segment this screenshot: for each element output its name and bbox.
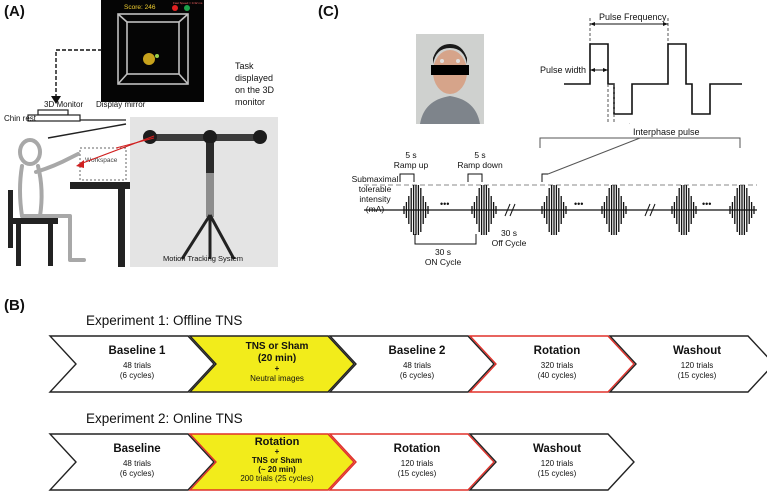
face-photo — [416, 34, 484, 124]
exp1-stage-rotation: Rotation 320 trials (40 cycles) — [533, 345, 581, 380]
exp1-stage-baseline2: Baseline 2 48 trials (6 cycles) — [388, 345, 446, 380]
zoom-bracket — [539, 137, 741, 175]
interphase-pulse-label: Interphase pulse — [633, 127, 700, 137]
exp2-chevron-3 — [468, 433, 635, 491]
red-indicator — [172, 5, 178, 11]
subject-rig — [8, 109, 132, 267]
pulse-waveform — [564, 18, 742, 124]
exp1-stage-tns: TNS or Sham (20 min) + Neutral images — [245, 341, 309, 383]
task-caption: Task displayed on the 3D monitor — [235, 61, 275, 107]
ramp-up-label: 5 s Ramp up — [393, 150, 429, 170]
motion-tracking-photo — [130, 117, 278, 267]
tracking-beams — [76, 135, 155, 168]
exp2-chevron-2 — [328, 433, 495, 491]
panel-a-label: (A) — [4, 3, 25, 20]
exp2-stage-baseline: Baseline 48 trials (6 cycles) — [113, 443, 161, 478]
off-cycle-label: 30 s Off Cycle — [491, 228, 527, 248]
exp1-chevron-0 — [48, 335, 215, 393]
experiment2-title: Experiment 2: Online TNS — [86, 411, 243, 426]
pulse-frequency-label: Pulse Frequency — [599, 12, 667, 22]
panel-c-label: (C) — [318, 3, 339, 20]
exp2-stage-washout: Washout 120 trials (15 cycles) — [532, 443, 582, 478]
green-indicator — [184, 5, 190, 11]
exp2-stage-rotation-tns: Rotation + TNS or Sham (~ 20 min) 200 tr… — [240, 436, 314, 483]
panel-b-label: (B) — [4, 297, 25, 314]
mirror-label: Display mirror — [96, 100, 146, 109]
score-text: Score: 246 — [124, 4, 156, 11]
pulse-width-label: Pulse width — [540, 65, 587, 75]
ellipsis-2: ••• — [574, 199, 584, 209]
monitor-label: 3D Monitor — [44, 100, 84, 109]
experiment1-title: Experiment 1: Offline TNS — [86, 313, 243, 328]
dashed-arrow — [51, 49, 102, 104]
speed-text: Fast Speed = 0.32 ms — [173, 1, 203, 5]
exp1-stage-baseline1: Baseline 1 48 trials (6 cycles) — [108, 345, 166, 380]
exp1-stage-washout: Washout 120 trials (15 cycles) — [672, 345, 722, 380]
task-screen — [101, 0, 204, 102]
exp1-chevron-3 — [468, 335, 635, 393]
exp2-chevron-0 — [48, 433, 215, 491]
motion-label: Motion Tracking System — [163, 254, 244, 263]
chin-rest-label: Chin rest — [4, 114, 37, 123]
ramp-down-label: 5 s Ramp down — [457, 150, 503, 170]
experiment1-flow — [48, 335, 767, 393]
exp1-chevron-2 — [328, 335, 495, 393]
exp1-chevron-4 — [608, 335, 767, 393]
target-sphere — [143, 53, 155, 65]
exp2-chevron-1 — [188, 433, 355, 491]
intensity-label: Submaximal tolerable intensity (mA) — [351, 174, 399, 214]
exp2-stage-rotation: Rotation 120 trials (15 cycles) — [393, 443, 441, 478]
workspace-label: Workspace — [85, 157, 118, 164]
stimulation-train — [364, 173, 757, 245]
cursor-dot — [155, 54, 159, 58]
exp1-chevron-1 — [188, 335, 355, 393]
ellipsis-3: ••• — [702, 199, 712, 209]
ellipsis-1: ••• — [440, 199, 450, 209]
experiment2-flow — [48, 433, 635, 491]
on-cycle-label: 30 s ON Cycle — [424, 247, 462, 267]
